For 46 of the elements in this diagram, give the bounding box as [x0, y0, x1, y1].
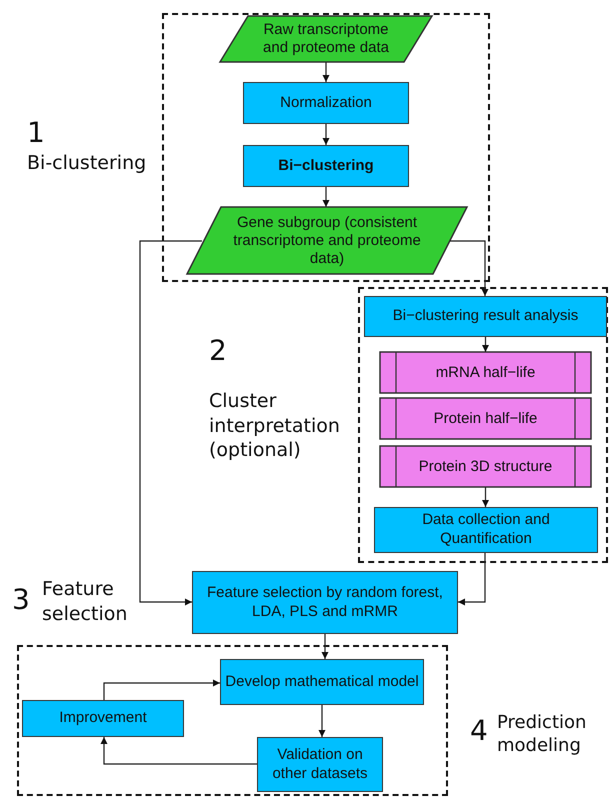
process-box [257, 737, 383, 792]
step-heading: Cluster interpretation (optional) [209, 389, 341, 464]
predefined-process-box [380, 352, 591, 393]
node-label: Validation on other datasets [271, 746, 369, 784]
node-label: Normalization [280, 94, 372, 112]
step-number: 2 [209, 333, 228, 369]
step-heading: Feature selection [42, 577, 128, 626]
step-heading: Bi-clustering [27, 151, 148, 176]
node-label: Data collection and Quantification [421, 511, 551, 549]
node-label: Raw transcriptome and proteome data [262, 21, 390, 57]
arrow [139, 240, 202, 606]
arrow [322, 62, 330, 82]
process-box [243, 82, 409, 124]
node-label: Bi−clustering [278, 156, 374, 176]
node-label: Protein 3D structure [418, 458, 552, 476]
arrow [450, 240, 488, 296]
node-label: Develop mathematical model [225, 672, 419, 692]
process-box [364, 296, 607, 337]
step-heading: Prediction modeling [497, 711, 588, 758]
arrow [322, 634, 328, 659]
node-label: Gene subgroup (consistent transcriptome and proteome data) [232, 214, 422, 268]
arrow [322, 187, 330, 207]
node-label: Protein half−life [434, 410, 538, 428]
step-number: 4 [470, 713, 489, 749]
process-box [374, 507, 598, 553]
arrow [103, 680, 220, 700]
predefined-process-box [380, 446, 591, 487]
step-number: 1 [27, 115, 46, 151]
arrow [100, 737, 257, 765]
node-label: mRNA half−life [436, 364, 536, 382]
process-box [22, 700, 184, 737]
node-label: Improvement [59, 709, 147, 728]
data-parallelogram [220, 16, 432, 62]
arrow [322, 124, 330, 145]
node-label: Bi−clustering result analysis [392, 307, 578, 326]
predefined-process-box [380, 398, 591, 439]
data-parallelogram [187, 207, 467, 274]
arrow [482, 337, 489, 352]
process-box [192, 571, 458, 634]
process-box [220, 659, 424, 705]
node-label: Feature selection by random forest, LDA, PLS and mRMR [206, 584, 444, 622]
step-number: 3 [12, 582, 30, 618]
arrow [482, 487, 489, 507]
process-box [243, 145, 409, 187]
arrow [458, 553, 486, 606]
arrow [318, 705, 326, 737]
